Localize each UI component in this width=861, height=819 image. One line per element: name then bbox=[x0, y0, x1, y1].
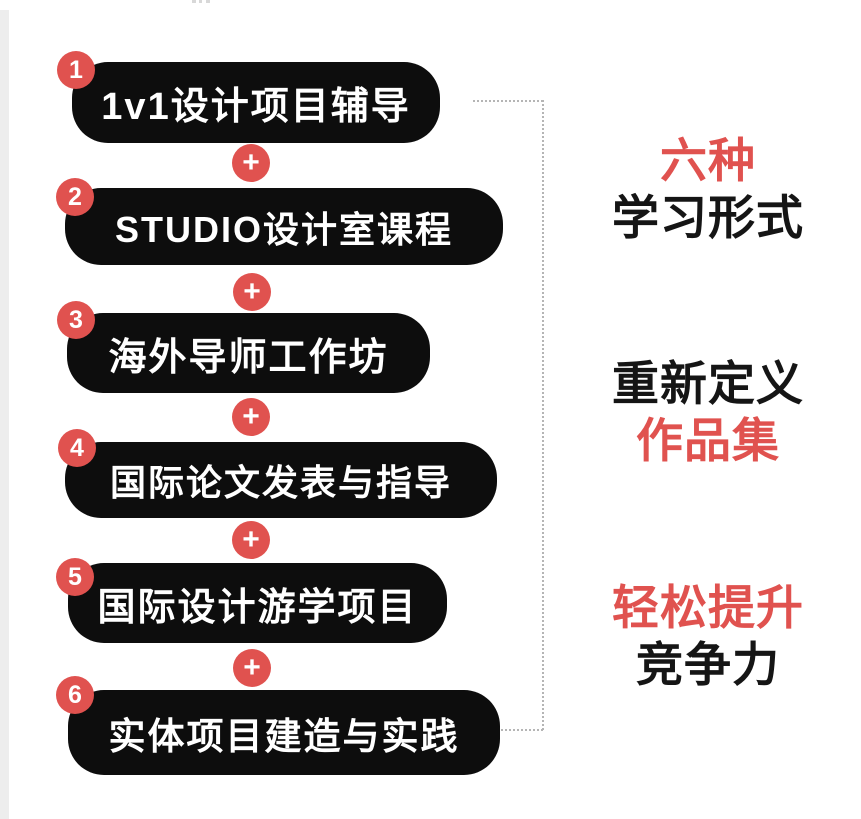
left-edge-strip bbox=[0, 10, 9, 819]
plus-icon: + bbox=[232, 144, 270, 182]
bracket-line-vertical bbox=[542, 100, 544, 730]
step-number-badge-5: 5 bbox=[56, 558, 94, 596]
bracket-line-bottom bbox=[498, 729, 543, 731]
step-number-badge-6: 6 bbox=[56, 676, 94, 714]
plus-icon: + bbox=[233, 273, 271, 311]
step-pill-3: 海外导师工作坊 bbox=[67, 313, 430, 393]
caption-redefine-portfolio: 重新定义 作品集 bbox=[595, 355, 821, 469]
caption-line: 竞争力 bbox=[636, 638, 780, 691]
caption-line: 六种 bbox=[660, 134, 756, 187]
step-pill-1: 1v1设计项目辅导 bbox=[72, 62, 440, 143]
caption-line: 重新定义 bbox=[612, 357, 804, 410]
plus-icon: + bbox=[232, 521, 270, 559]
plus-icon: + bbox=[232, 398, 270, 436]
step-pill-6: 实体项目建造与实践 bbox=[68, 690, 500, 775]
plus-icon: + bbox=[233, 649, 271, 687]
step-number-badge-4: 4 bbox=[58, 429, 96, 467]
step-pill-5: 国际设计游学项目 bbox=[68, 563, 447, 643]
step-number-badge-2: 2 bbox=[56, 178, 94, 216]
step-number-badge-1: 1 bbox=[57, 51, 95, 89]
caption-line: 轻松提升 bbox=[612, 581, 804, 634]
top-edge-artifact bbox=[192, 0, 210, 3]
caption-line: 学习形式 bbox=[612, 191, 804, 244]
caption-line: 作品集 bbox=[636, 414, 780, 467]
caption-boost-competitiveness: 轻松提升 竞争力 bbox=[595, 579, 821, 693]
caption-learning-formats: 六种 学习形式 bbox=[595, 132, 821, 246]
step-number-badge-3: 3 bbox=[57, 301, 95, 339]
bracket-line-top bbox=[473, 100, 543, 102]
step-pill-4: 国际论文发表与指导 bbox=[65, 442, 497, 518]
step-pill-2: STUDIO设计室课程 bbox=[65, 188, 503, 265]
